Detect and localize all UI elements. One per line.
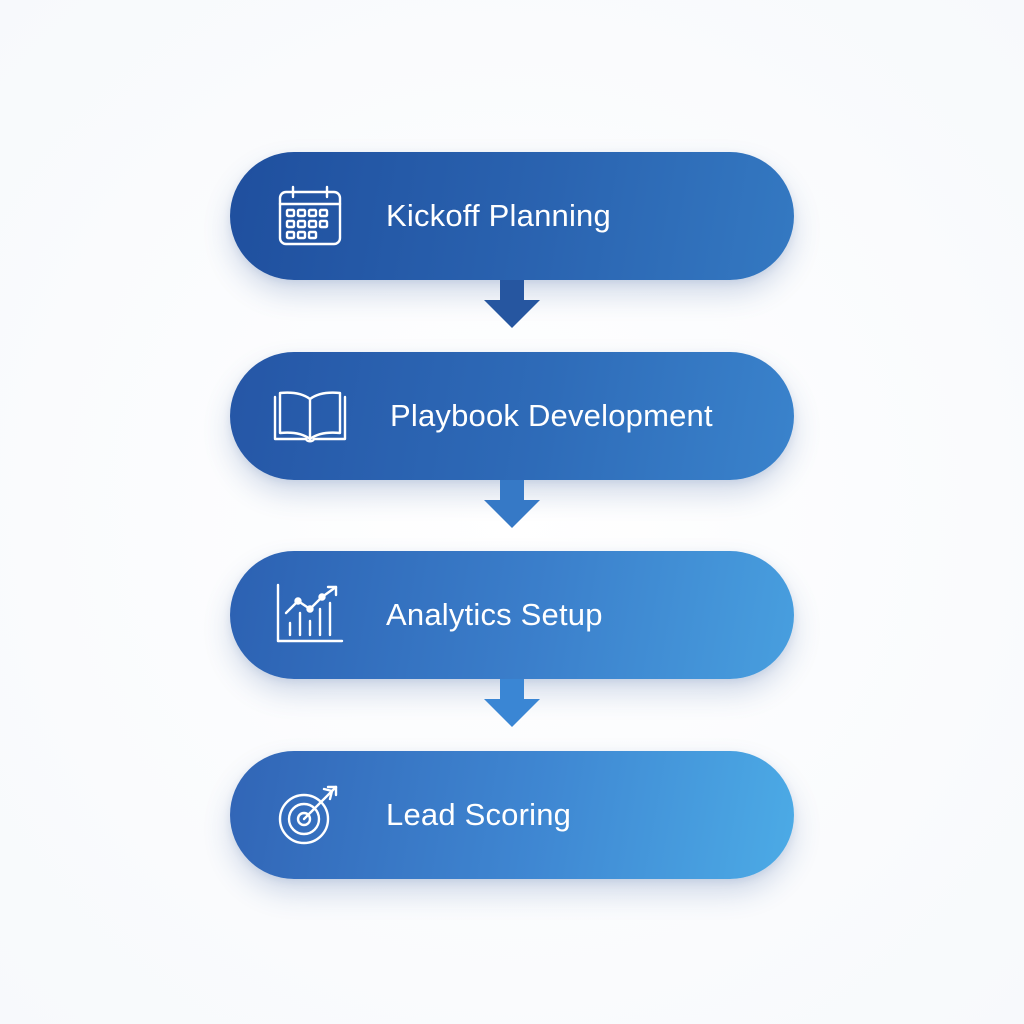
- step-label: Analytics Setup: [386, 597, 603, 632]
- step-lead-scoring[interactable]: Lead Scoring: [230, 751, 794, 879]
- open-book-icon: [272, 384, 348, 448]
- step-kickoff-planning[interactable]: Kickoff Planning: [230, 152, 794, 280]
- chart-growth-icon: [272, 583, 348, 647]
- calendar-icon: [272, 184, 348, 248]
- step-analytics-setup[interactable]: Analytics Setup: [230, 551, 794, 679]
- target-icon: [272, 783, 348, 847]
- step-label: Playbook Development: [390, 398, 713, 433]
- arrow-down-icon: [482, 280, 542, 330]
- step-label: Kickoff Planning: [386, 198, 611, 233]
- step-playbook-development[interactable]: Playbook Development: [230, 352, 794, 480]
- step-label: Lead Scoring: [386, 797, 572, 832]
- arrow-down-icon: [482, 679, 542, 729]
- arrow-down-icon: [482, 480, 542, 530]
